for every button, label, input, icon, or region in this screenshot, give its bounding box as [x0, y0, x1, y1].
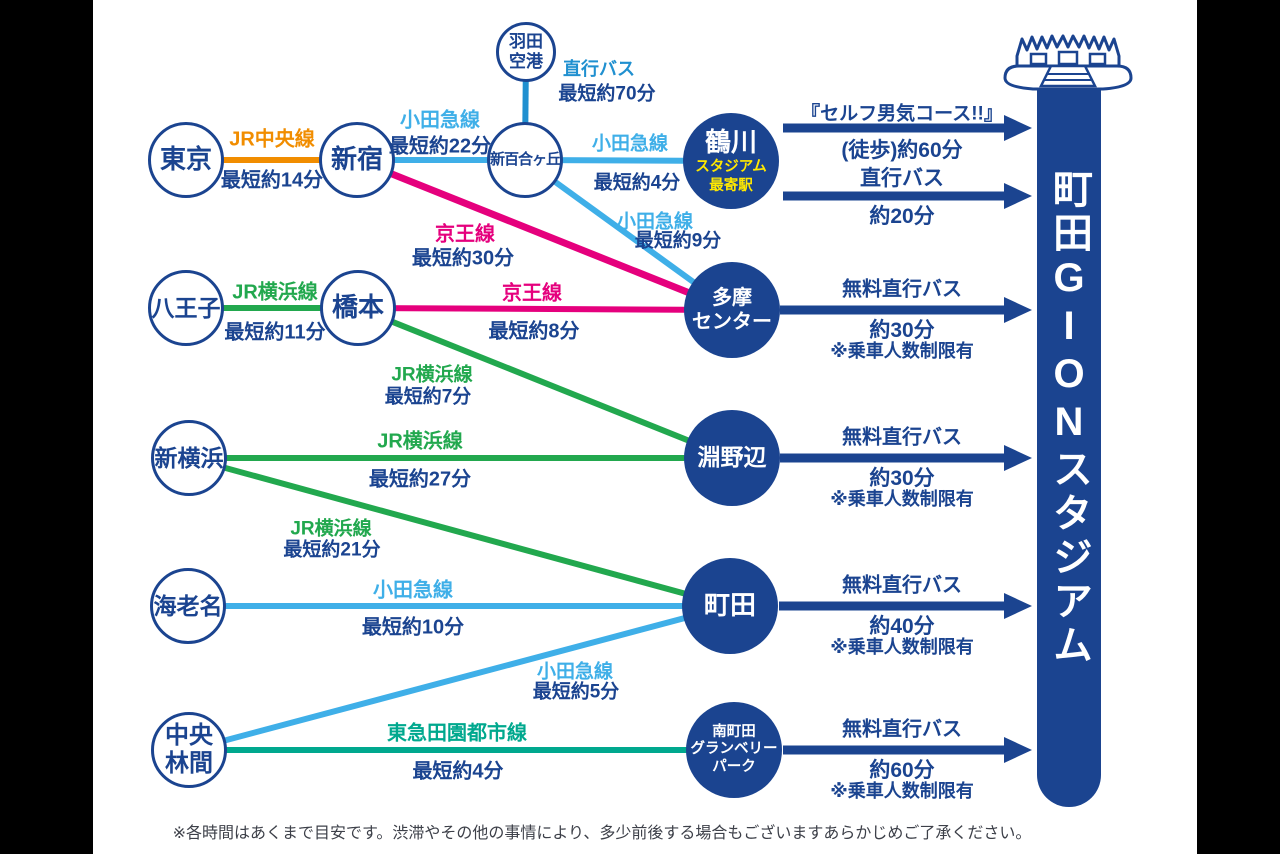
station-shinyurigaoka: 新百合ヶ丘 [487, 122, 563, 198]
arrow-bus-fuchinobe [780, 445, 1032, 471]
hub-machida: 町田 [682, 558, 778, 654]
label-bus-machida-note: ※乗車人数制限有 [830, 637, 974, 657]
station-hashimoto: 橋本 [320, 270, 396, 346]
label-jr-yokohama-hashimoto-time: 最短約7分 [384, 386, 472, 408]
stadium-title: 町田GIONスタジアム [1047, 168, 1091, 668]
stadium-bar: 町田GIONスタジアム [1037, 88, 1101, 807]
hub-fuchinobe: 淵野辺 [684, 410, 780, 506]
station-shinyokohama: 新横浜 [151, 420, 227, 496]
arrow-bus-minami [783, 737, 1032, 763]
label-odakyu-tsurukawa-time: 最短約4分 [593, 172, 681, 194]
hub-minami-machida: 南町田 グランベリー パーク [686, 702, 782, 798]
label-direct-bus: 直行バス [860, 167, 944, 190]
station-chuorinkan: 中央 林間 [151, 712, 227, 788]
arrow-bus-machida [779, 593, 1032, 619]
label-bus-minami-note: ※乗車人数制限有 [830, 781, 974, 801]
label-bus-fuchinobe-note: ※乗車人数制限有 [830, 489, 974, 509]
label-haneda-bus-time: 最短約70分 [558, 83, 656, 105]
label-bus-tama-time: 約30分 [869, 319, 935, 342]
label-direct-bus-time: 約20分 [869, 205, 935, 228]
label-odakyu-ebina-line: 小田急線 [373, 579, 453, 602]
label-jr-chuo-line: JR中央線 [229, 128, 315, 151]
line-keio-shinjuku [355, 156, 734, 314]
hub-tama-center: 多摩 センター [684, 262, 780, 358]
station-hachioji: 八王子 [148, 270, 224, 346]
label-jr-chuo-time: 最短約14分 [220, 169, 324, 192]
label-jr-yokohama-machida-line: JR横浜線 [290, 518, 372, 540]
footnote: ※各時間はあくまで目安です。渋滞やその他の事情により、多少前後する場合もございま… [172, 825, 1032, 842]
label-odakyu-tama-time: 最短約9分 [634, 230, 722, 252]
label-jr-yokohama-shinyokohama-time: 最短約27分 [368, 468, 472, 491]
label-tokyu-denentoshi-line: 東急田園都市線 [387, 722, 527, 745]
line-odakyu-chuorinkan [188, 603, 731, 753]
label-jr-yokohama-machida-time: 最短約21分 [283, 539, 381, 561]
station-shinjuku: 新宿 [319, 122, 395, 198]
label-bus-tama-note: ※乗車人数制限有 [830, 341, 974, 361]
label-keio-hashimoto-line: 京王線 [502, 282, 562, 305]
label-haneda-bus-line: 直行バス [563, 59, 635, 79]
label-jr-yokohama-hachioji-line: JR横浜線 [232, 281, 318, 304]
arrow-bus-tama [780, 297, 1032, 323]
label-keio-shinjuku-line: 京王線 [435, 223, 495, 246]
stadium-icon [1003, 34, 1133, 91]
line-jr-yokohama-hashimoto [356, 305, 734, 461]
line-keio-hashimoto [357, 305, 733, 313]
content-background [93, 0, 1197, 854]
arrow-direct-bus [783, 183, 1032, 209]
label-bus-machida-time: 約40分 [869, 615, 935, 638]
label-tokyu-denentoshi-time: 最短約4分 [412, 760, 504, 783]
label-odakyu-chuorinkan-line: 小田急線 [536, 661, 614, 683]
line-jr-yokohama-machida [188, 455, 731, 609]
label-bus-fuchinobe-time: 約30分 [869, 467, 935, 490]
label-jr-yokohama-hashimoto-line: JR横浜線 [391, 364, 473, 386]
label-walk-course: 『セルフ男気コース!!』 [801, 103, 1003, 125]
label-odakyu-tama-line: 小田急線 [616, 211, 694, 233]
label-odakyu-tsurukawa-line: 小田急線 [591, 133, 669, 155]
label-bus-minami-time: 約60分 [869, 759, 935, 782]
label-bus-tama: 無料直行バス [842, 278, 962, 301]
label-odakyu-shinjuku-time: 最短約22分 [388, 135, 492, 158]
station-ebina: 海老名 [150, 568, 226, 644]
label-walk-time: (徒歩)約60分 [841, 139, 963, 162]
label-jr-yokohama-hachioji-time: 最短約11分 [224, 321, 326, 344]
station-tokyo: 東京 [148, 122, 224, 198]
arrow-walk-course [783, 115, 1032, 141]
label-bus-fuchinobe: 無料直行バス [842, 426, 962, 449]
label-bus-machida: 無料直行バス [842, 574, 962, 597]
hub-tsurukawa: 鶴川 スタジアム 最寄駅 [683, 113, 779, 209]
label-odakyu-chuorinkan-time: 最短約5分 [532, 681, 620, 703]
label-bus-minami: 無料直行バス [842, 718, 962, 741]
label-keio-hashimoto-time: 最短約8分 [488, 320, 580, 343]
station-haneda: 羽田 空港 [496, 22, 556, 82]
label-odakyu-ebina-time: 最短約10分 [361, 616, 465, 639]
label-odakyu-shinjuku-line: 小田急線 [400, 109, 480, 132]
label-keio-shinjuku-time: 最短約30分 [411, 247, 515, 270]
label-jr-yokohama-shinyokohama-line: JR横浜線 [377, 430, 463, 453]
